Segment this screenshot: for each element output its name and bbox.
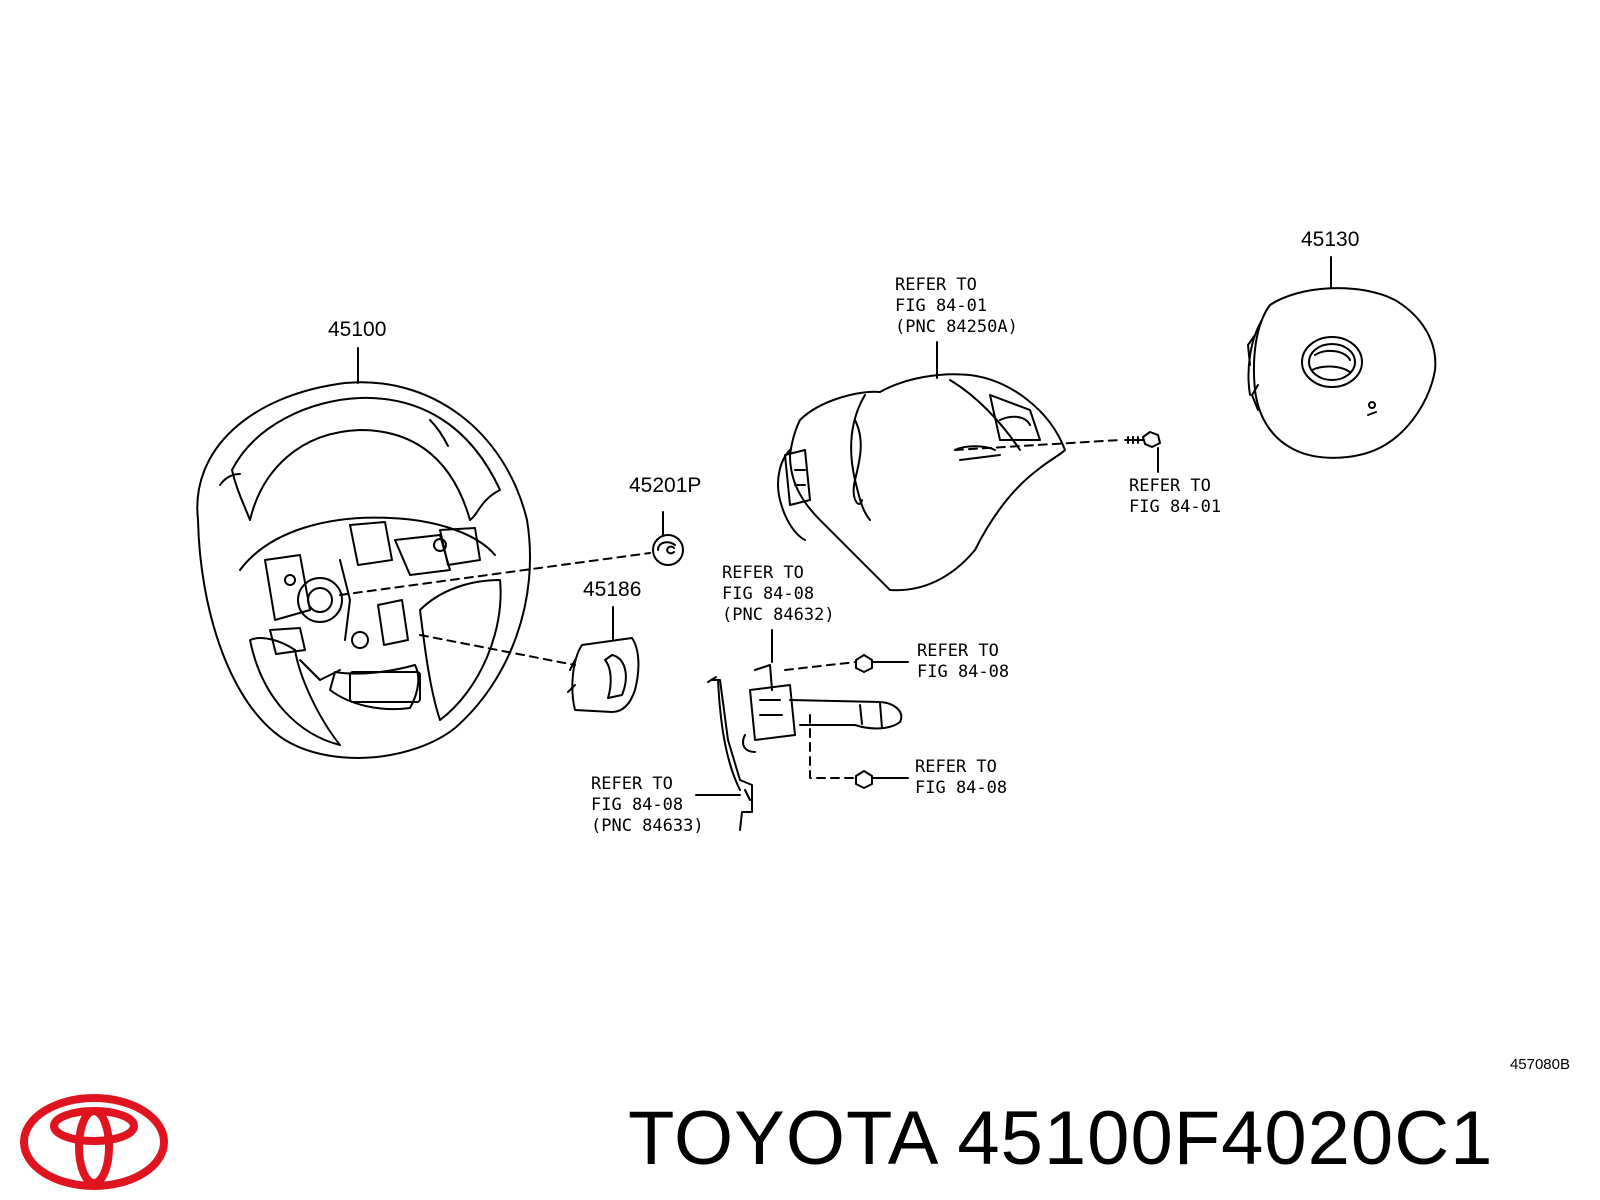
toyota-logo-icon xyxy=(20,1094,168,1190)
nut-drawing xyxy=(652,534,684,566)
part-number-45100: 45100 xyxy=(328,318,387,341)
figure-code: 457080B xyxy=(1509,1056,1570,1073)
steering-wheel-drawing xyxy=(196,381,531,759)
screws-drawing xyxy=(855,431,1161,789)
lever-switch-drawing xyxy=(707,664,903,831)
leader-lines xyxy=(357,256,1332,796)
footer-title: TOYOTA 45100F4020C1 xyxy=(628,1096,1494,1181)
dashed-lines xyxy=(339,439,1121,779)
part-number-45130: 45130 xyxy=(1301,228,1360,251)
cover-drawing xyxy=(567,637,640,713)
switch-pad-drawing xyxy=(777,373,1066,592)
horn-pad-drawing xyxy=(1247,287,1437,459)
part-number-45186: 45186 xyxy=(583,578,642,601)
part-number-45201p: 45201P xyxy=(629,474,702,497)
